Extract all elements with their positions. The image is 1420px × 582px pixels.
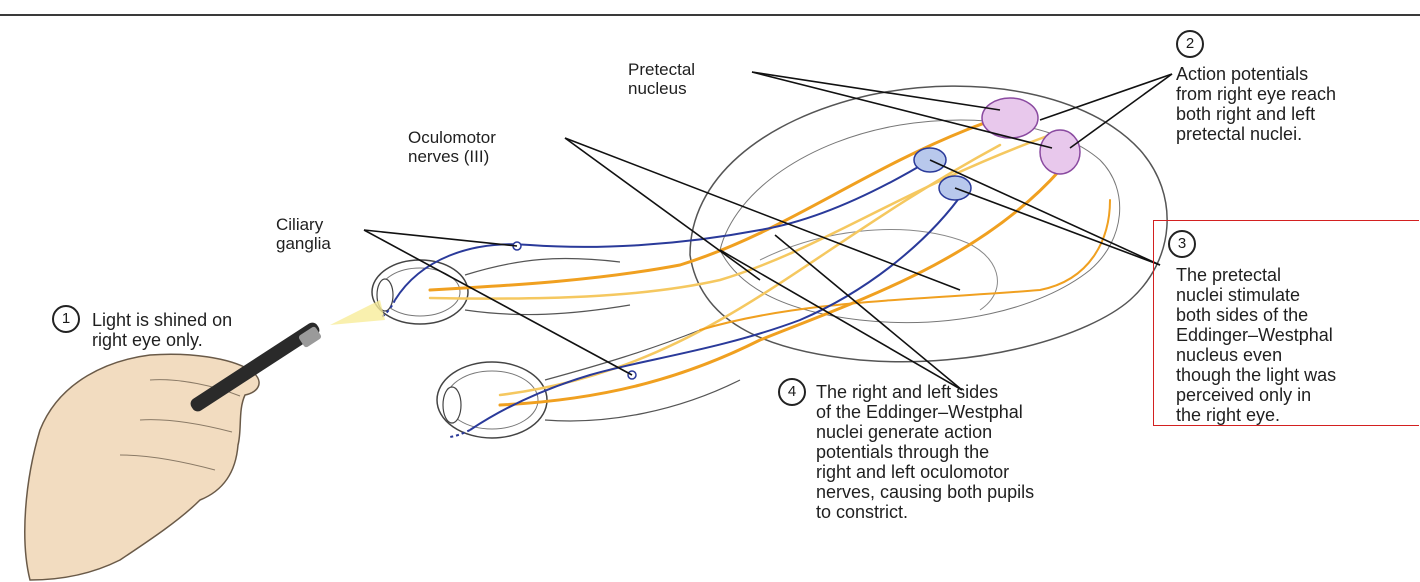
step-3-text: The pretectal nuclei stimulate both side… [1176, 265, 1336, 425]
brainstem-contour [760, 230, 997, 310]
step-3-badge: 3 [1168, 230, 1196, 258]
step-4-badge: 4 [778, 378, 806, 406]
step-2-badge: 2 [1176, 30, 1204, 58]
right-eye [372, 258, 630, 324]
step-2-text: Action potentials from right eye reach b… [1176, 64, 1336, 144]
ciliary-ganglia-label: Ciliary ganglia [276, 215, 331, 253]
step-1-badge: 1 [52, 305, 80, 333]
pretectal-nucleus-label: Pretectal nucleus [628, 60, 695, 98]
step-1-text: Light is shined on right eye only. [92, 310, 232, 350]
step-4-text: The right and left sides of the Eddinger… [816, 382, 1034, 522]
oculomotor-nerves-label: Oculomotor nerves (III) [408, 128, 496, 166]
pointer-lines [364, 72, 1172, 390]
brain-outline [690, 86, 1167, 362]
